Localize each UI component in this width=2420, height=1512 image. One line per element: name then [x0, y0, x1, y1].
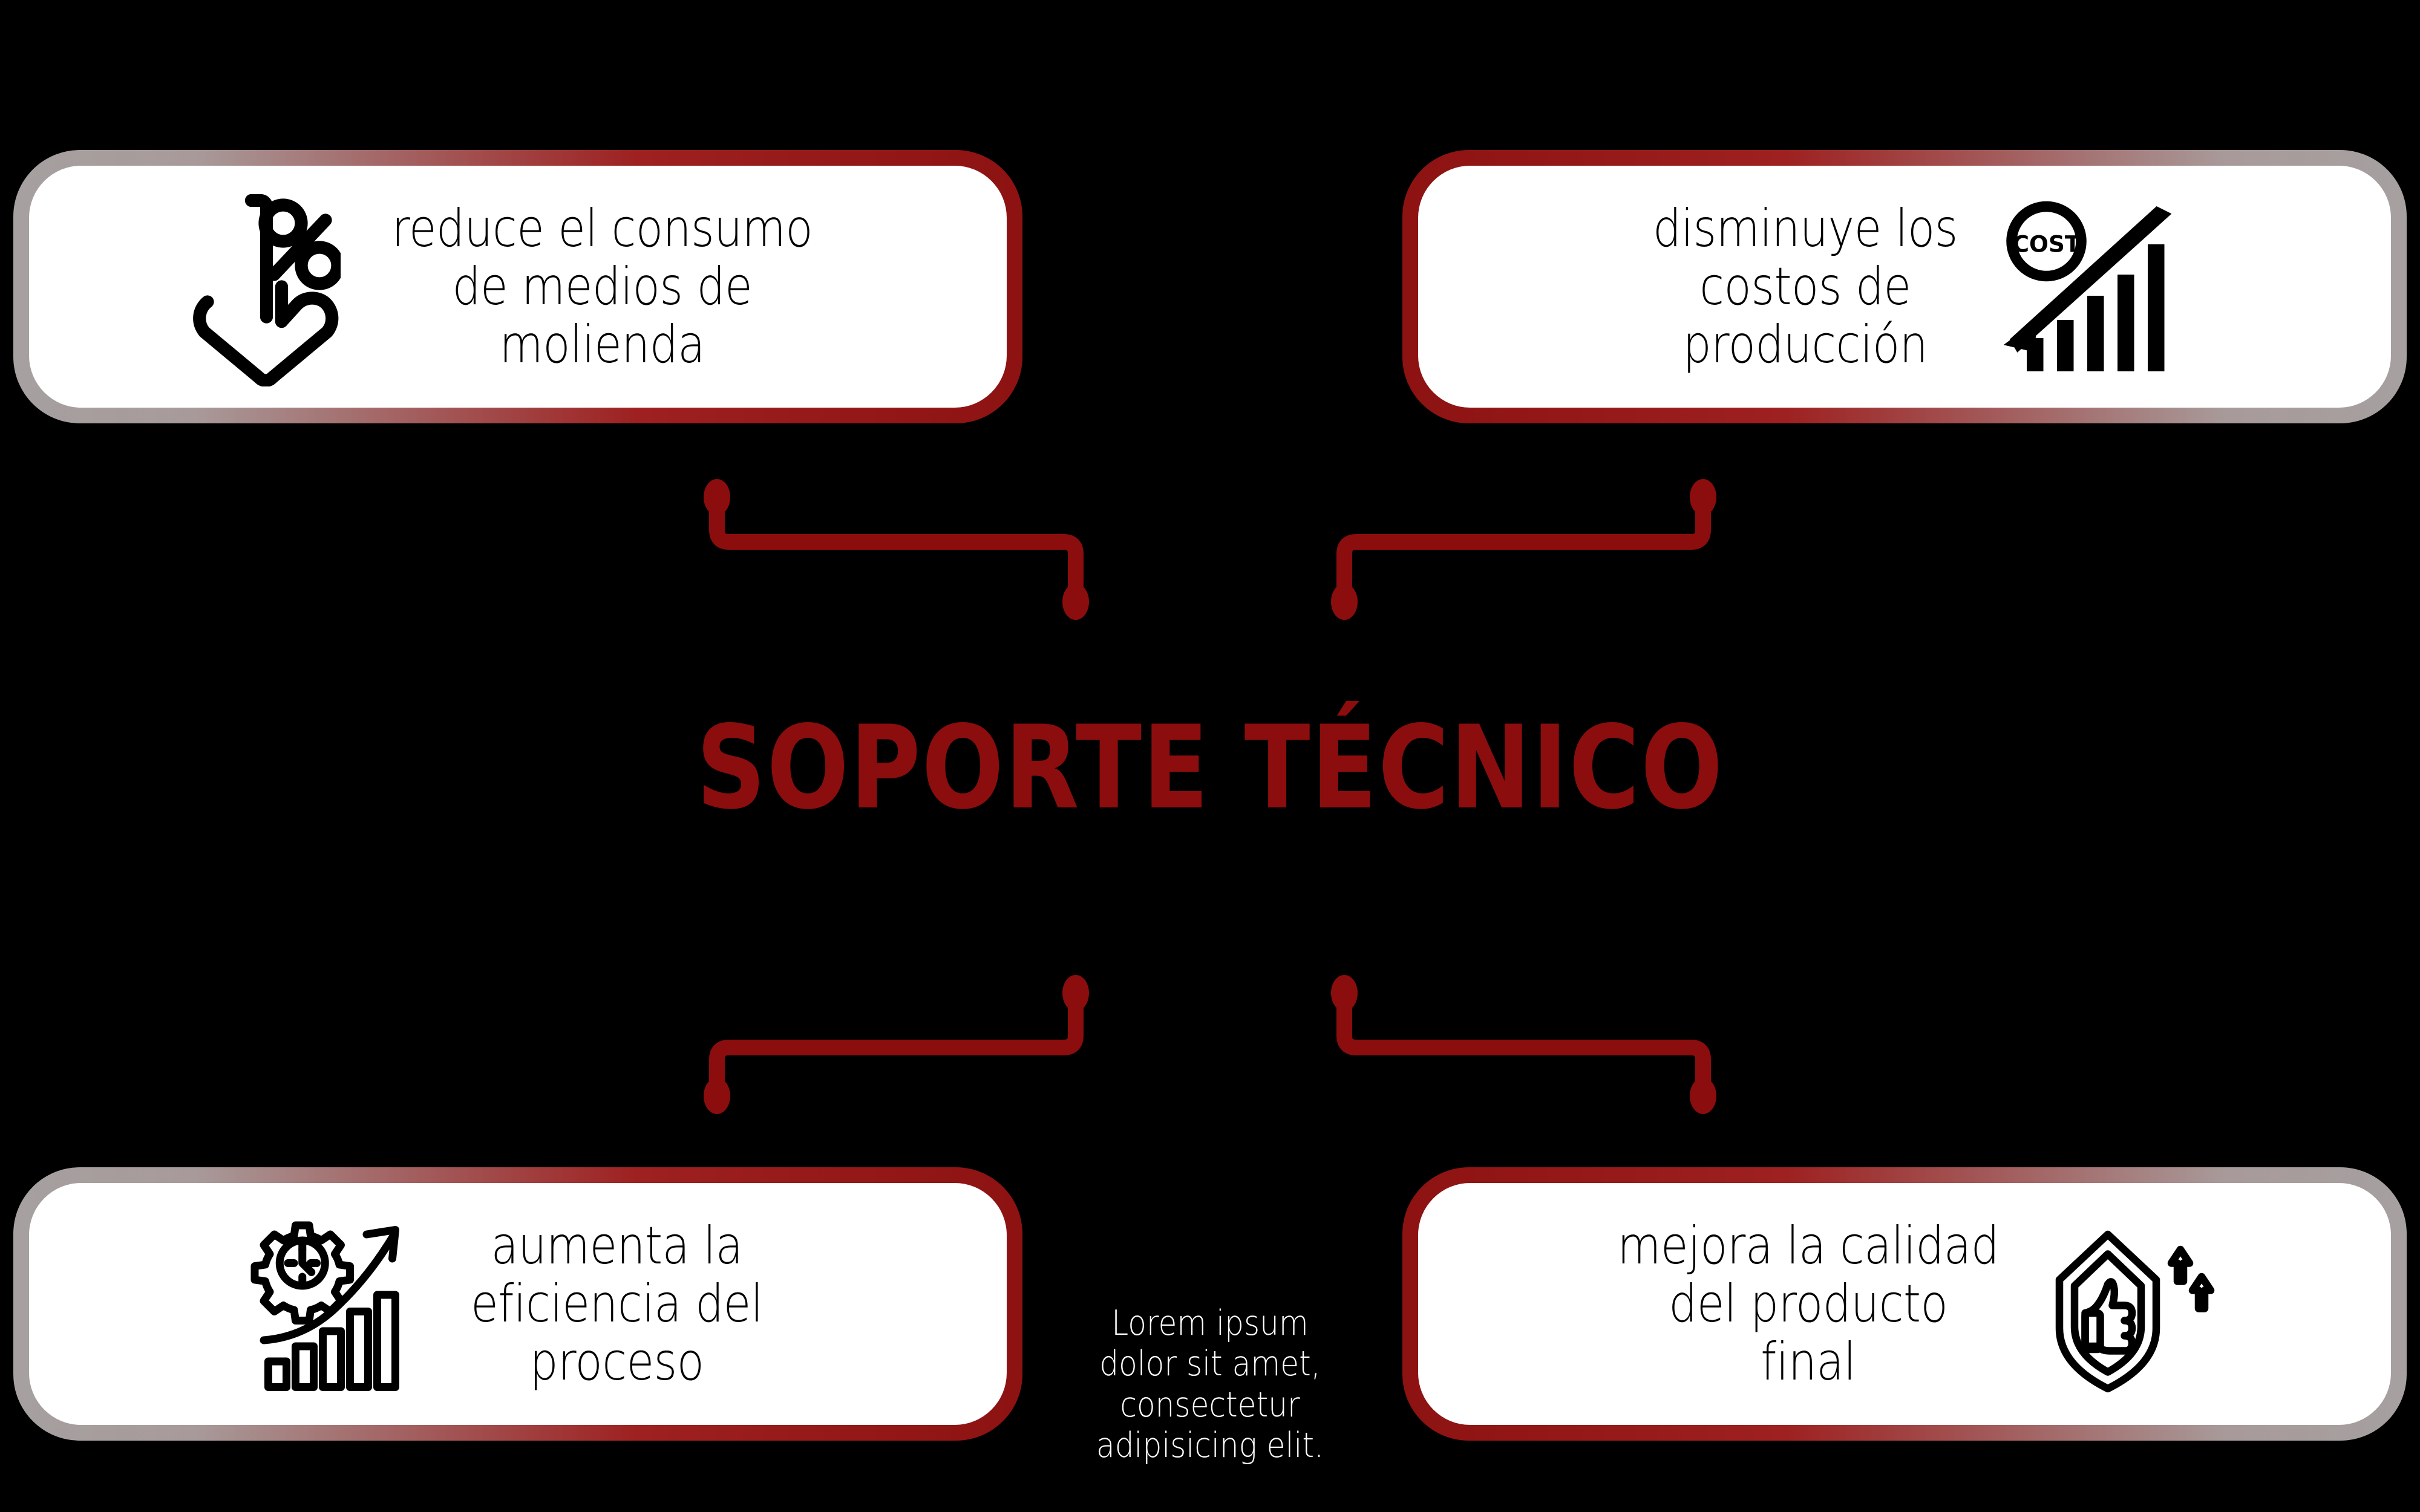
connector-path-top-right: [1336, 492, 1711, 607]
cost-down-bar-chart-icon: COST: [2000, 199, 2181, 374]
lorem-caption: Lorem ipsum dolor sit amet, consectetur …: [1096, 1303, 1324, 1465]
connector-dot-bottom-right-end: [1690, 1078, 1716, 1114]
card-inner-reduce-consumo: reduce el consumo de medios de molienda: [29, 166, 1007, 408]
percent-down-arrow-icon: [189, 187, 341, 386]
card-aumenta-eficiencia[interactable]: aumenta la eficiencia del proceso: [13, 1167, 1022, 1441]
shield-thumbs-up-icon: [2047, 1213, 2223, 1395]
gear-growth-chart-icon: [249, 1216, 430, 1392]
connector-dot-bottom-left-start: [1062, 975, 1089, 1011]
connector-dot-bottom-left-end: [704, 1078, 730, 1114]
svg-text:COST: COST: [2012, 231, 2080, 258]
connector-dot-top-left-start: [704, 479, 730, 515]
connector-path-top-left: [709, 492, 1084, 607]
connector-path-bottom-left: [709, 987, 1084, 1103]
connector-dot-bottom-right-start: [1331, 975, 1358, 1011]
connector-path-bottom-right: [1336, 987, 1711, 1103]
card-reduce-consumo[interactable]: reduce el consumo de medios de molienda: [13, 150, 1022, 423]
card-label-reduce-consumo: reduce el consumo de medios de molienda: [391, 198, 813, 376]
page-title: SOPORTE TÉCNICO: [696, 701, 1724, 835]
connector-dot-top-left-end: [1062, 584, 1089, 620]
card-inner-aumenta-eficiencia: aumenta la eficiencia del proceso: [29, 1183, 1007, 1425]
card-label-aumenta-eficiencia: aumenta la eficiencia del proceso: [471, 1215, 764, 1393]
card-label-disminuye-costos: disminuye los costos de producción: [1653, 198, 1958, 376]
card-inner-disminuye-costos: disminuye los costos de producción COST: [1418, 166, 2391, 408]
card-label-mejora-calidad: mejora la calidad del producto final: [1617, 1215, 2000, 1393]
connector-dot-top-right-end: [1331, 584, 1358, 620]
card-inner-mejora-calidad: mejora la calidad del producto final: [1418, 1183, 2391, 1425]
connector-dot-top-right-start: [1690, 479, 1716, 515]
card-mejora-calidad[interactable]: mejora la calidad del producto final: [1402, 1167, 2407, 1441]
card-disminuye-costos[interactable]: disminuye los costos de producción COST: [1402, 150, 2407, 423]
